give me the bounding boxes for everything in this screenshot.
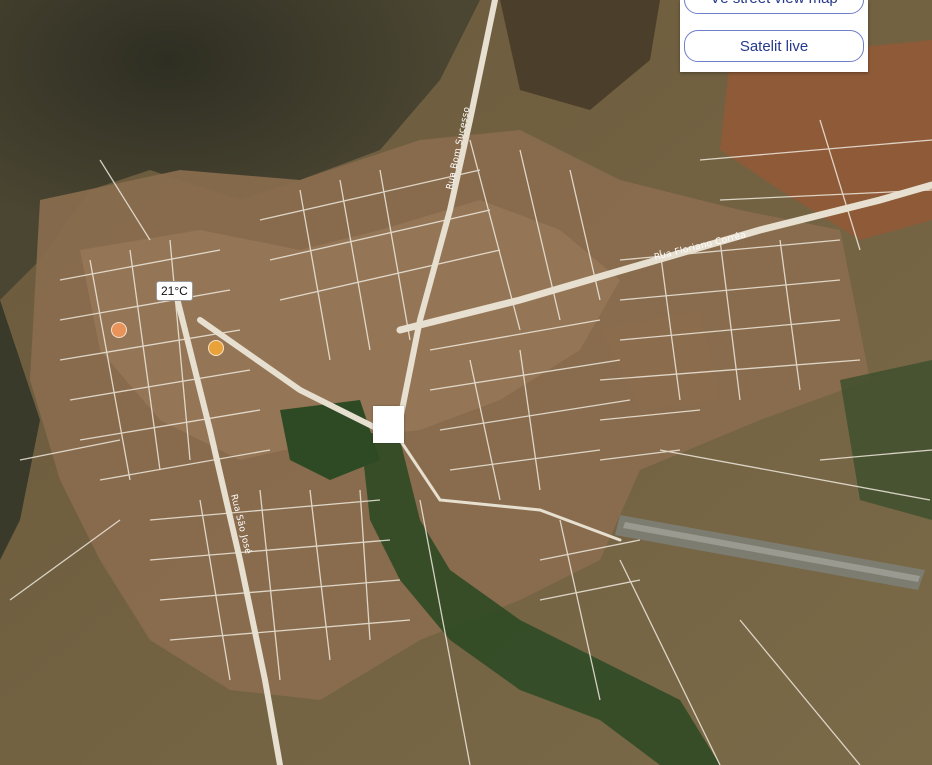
satellite-live-button[interactable]: Satelit live [684, 30, 864, 62]
street-view-button[interactable]: Vê street view map [684, 0, 864, 14]
poi-orange-icon[interactable] [111, 322, 127, 338]
temperature-badge: 21°C [156, 281, 193, 301]
poi-yellow-icon[interactable] [208, 340, 224, 356]
location-marker[interactable] [373, 406, 404, 443]
